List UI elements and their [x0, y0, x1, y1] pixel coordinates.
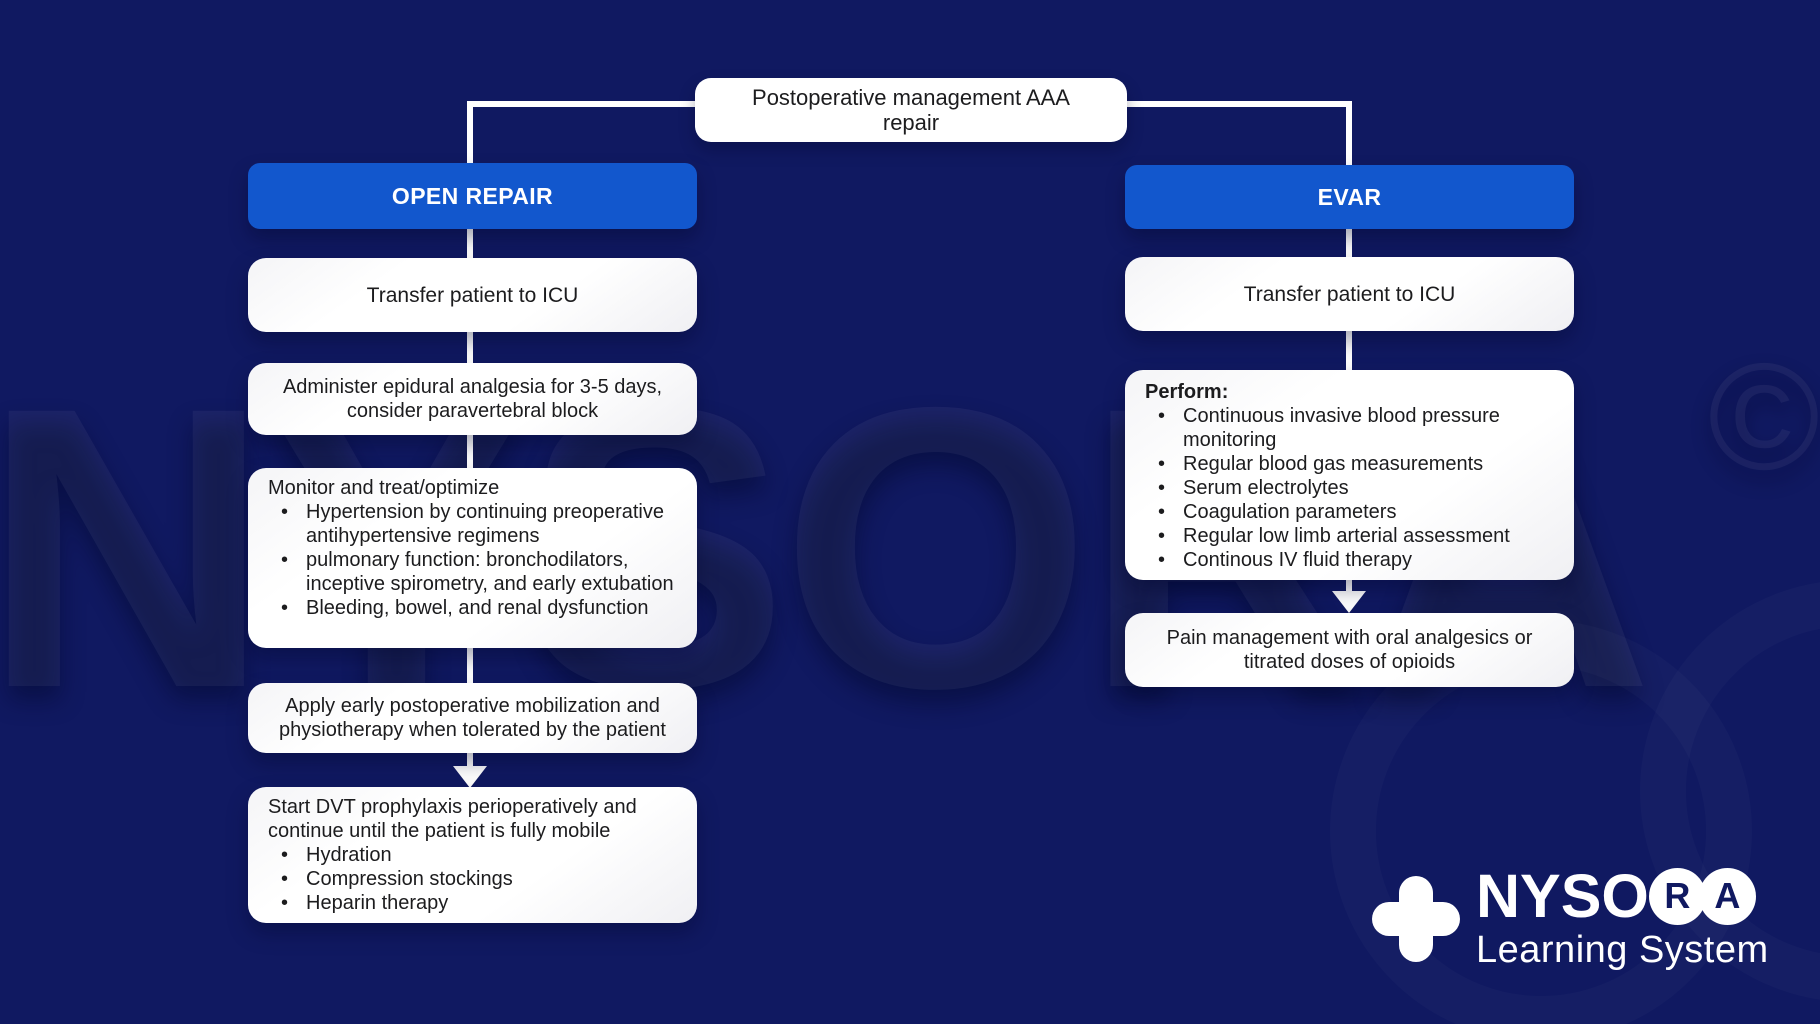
list-item: Compression stockings — [268, 867, 677, 891]
medical-cross-icon — [1372, 876, 1460, 962]
step-transfer-icu-right: Transfer patient to ICU — [1125, 257, 1574, 331]
step-transfer-icu-left: Transfer patient to ICU — [248, 258, 697, 332]
list-item: Continuous invasive blood pressure monit… — [1145, 404, 1554, 452]
monitor-heading: Monitor and treat/optimize — [268, 477, 500, 499]
step-monitor-treat-optimize: Monitor and treat/optimize Hypertension … — [248, 468, 697, 648]
logo-subtitle: Learning System — [1476, 929, 1769, 971]
diagram-title: Postoperative management AAA repair — [695, 78, 1127, 142]
copyright-watermark-icon: © — [1708, 332, 1820, 502]
dvt-heading: Start DVT prophylaxis perioperatively an… — [268, 796, 637, 842]
branch-header-open-repair: OPEN REPAIR — [248, 163, 697, 229]
list-item: Hydration — [268, 843, 677, 867]
dvt-bullet-list: Hydration Compression stockings Heparin … — [268, 843, 677, 915]
logo-brand-text: NYSO — [1476, 862, 1649, 930]
list-item: Serum electrolytes — [1145, 476, 1554, 500]
step-perform: Perform: Continuous invasive blood press… — [1125, 370, 1574, 580]
arrowhead-right — [1332, 591, 1366, 613]
monitor-bullet-list: Hypertension by continuing preoperative … — [268, 500, 677, 620]
perform-bullet-list: Continuous invasive blood pressure monit… — [1145, 404, 1554, 572]
list-item: pulmonary function: bronchodilators, inc… — [268, 548, 677, 596]
perform-heading: Perform: — [1145, 381, 1229, 403]
list-item: Continous IV fluid therapy — [1145, 548, 1554, 572]
list-item: Regular blood gas measurements — [1145, 452, 1554, 476]
arrowhead-left — [453, 766, 487, 788]
logo-circle-letter-r: R — [1648, 867, 1706, 925]
list-item: Heparin therapy — [268, 891, 677, 915]
list-item: Hypertension by continuing preoperative … — [268, 500, 677, 548]
step-mobilization-physiotherapy: Apply early postoperative mobilization a… — [248, 683, 697, 753]
logo-circle-letter-a: A — [1698, 867, 1756, 925]
branch-header-evar: EVAR — [1125, 165, 1574, 229]
list-item: Coagulation parameters — [1145, 500, 1554, 524]
connector-vertical-right — [1346, 101, 1352, 592]
step-pain-management: Pain management with oral analgesics or … — [1125, 613, 1574, 687]
list-item: Regular low limb arterial assessment — [1145, 524, 1554, 548]
step-dvt-prophylaxis: Start DVT prophylaxis perioperatively an… — [248, 787, 697, 923]
step-epidural-analgesia: Administer epidural analgesia for 3-5 da… — [248, 363, 697, 435]
connector-vertical-left — [467, 101, 473, 769]
list-item: Bleeding, bowel, and renal dysfunction — [268, 596, 677, 620]
nysora-logo: NYSO R A Learning System — [1372, 866, 1769, 972]
